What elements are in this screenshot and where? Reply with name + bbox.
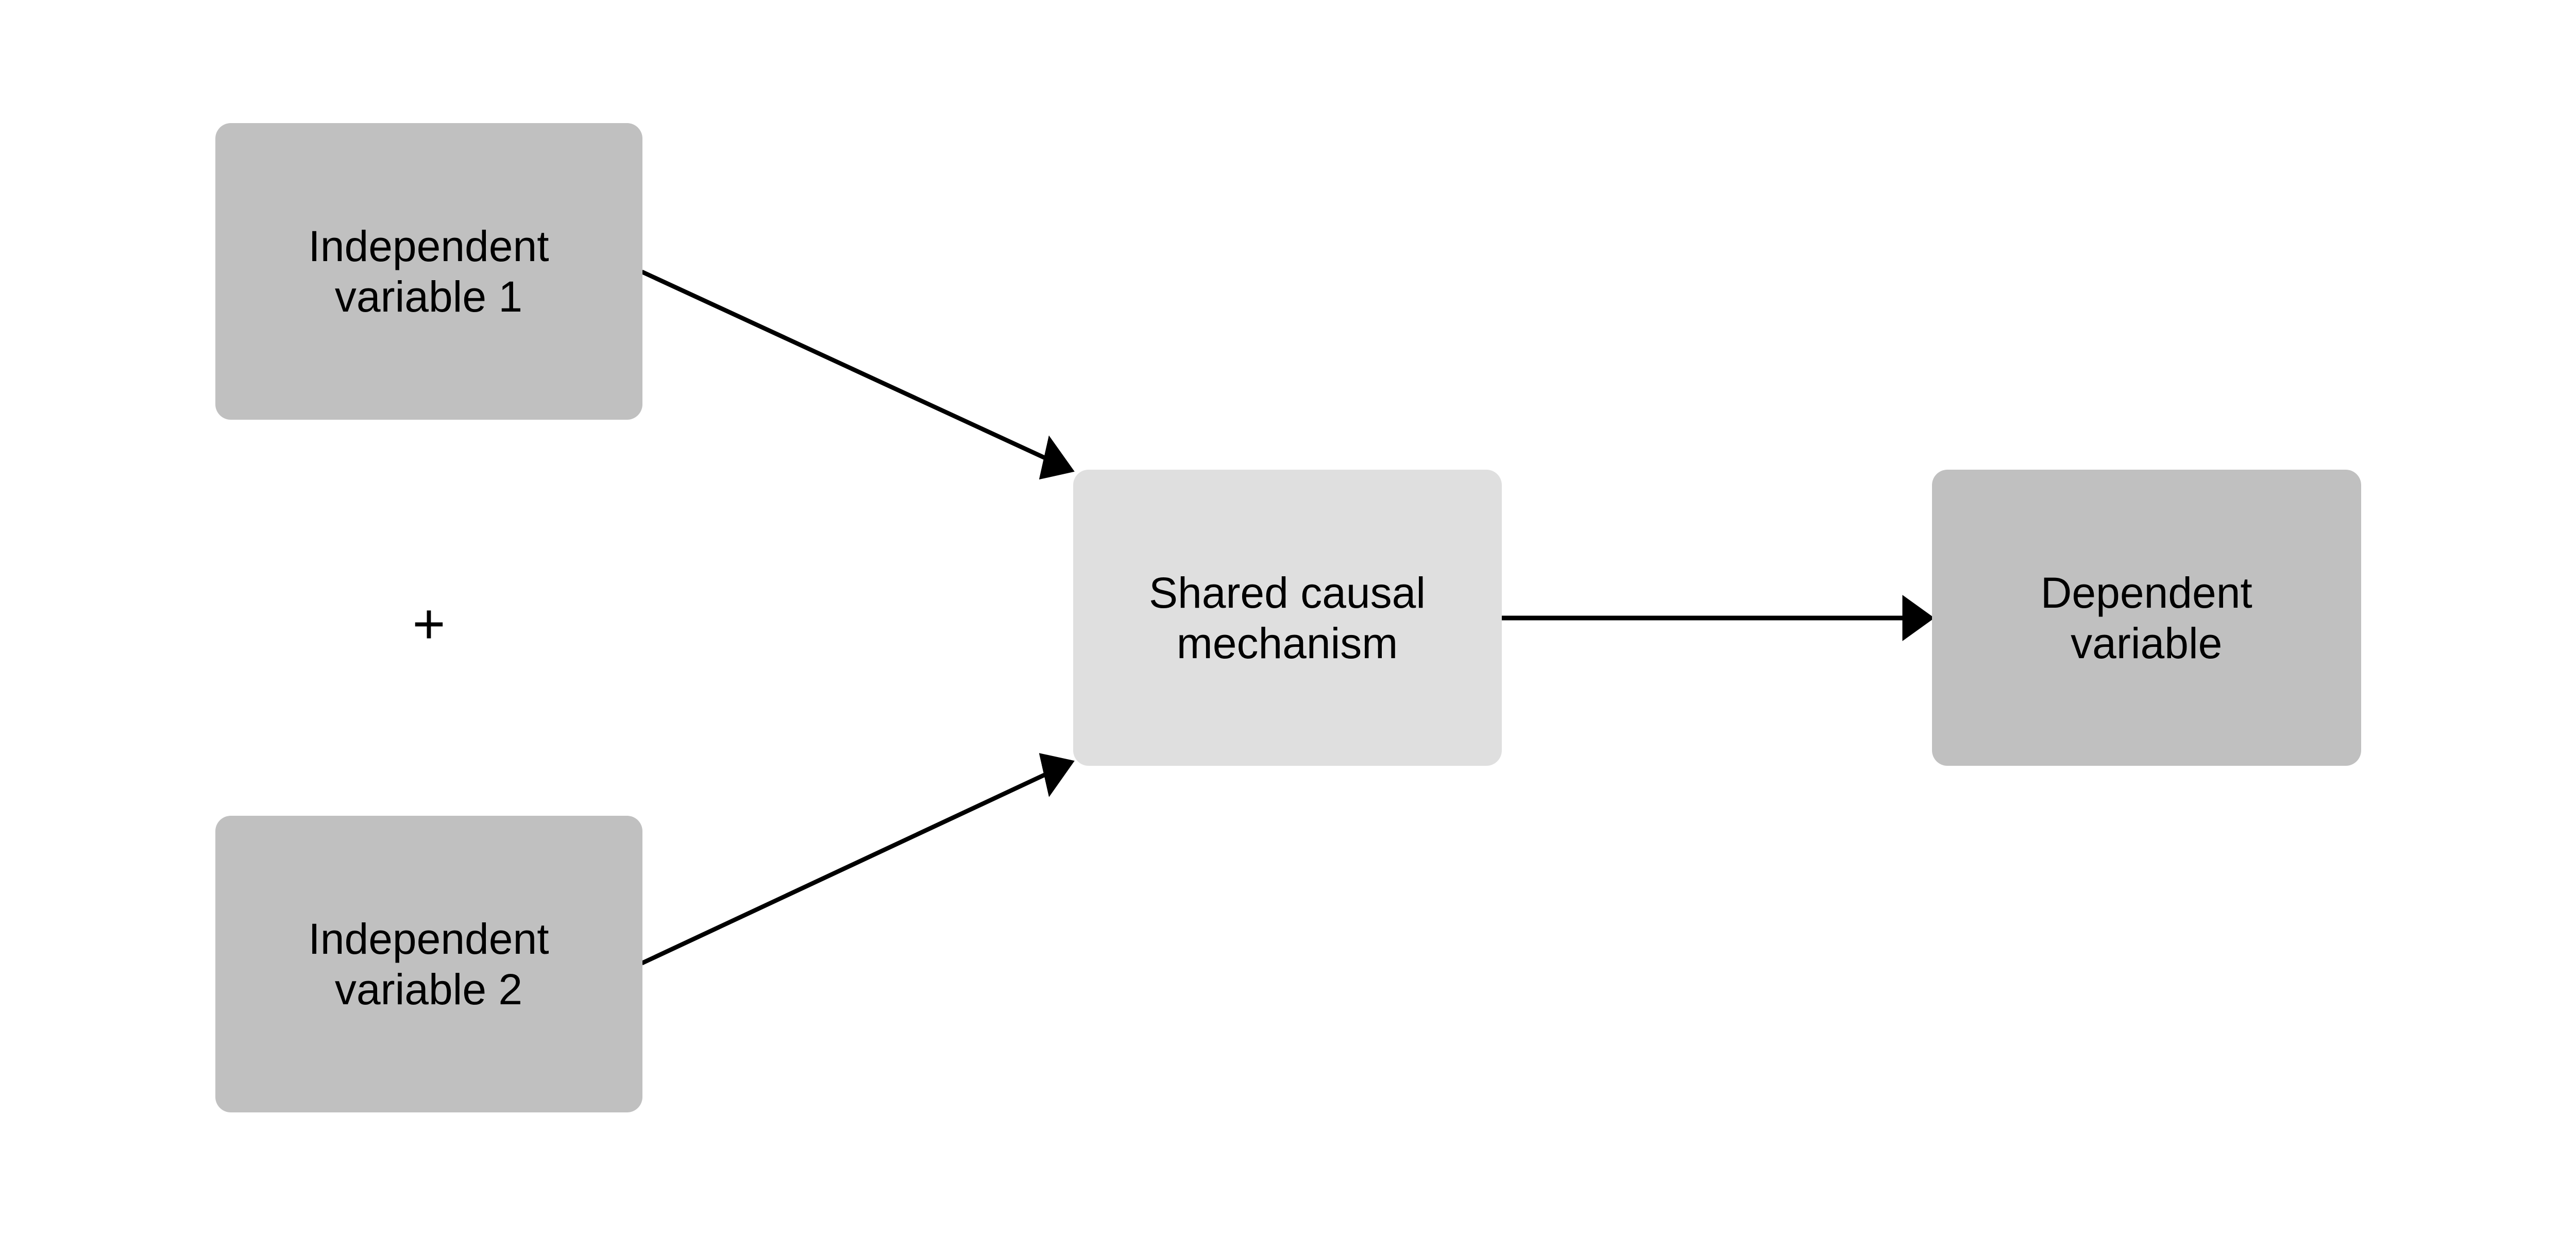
node-label: variable 2: [334, 965, 523, 1014]
edge-iv2-to-mechanism: [641, 753, 1075, 966]
node-label: Independent: [308, 915, 549, 963]
node-label: variable: [2071, 619, 2223, 667]
node-label: Dependent: [2040, 568, 2252, 617]
plus-operator: +: [412, 592, 446, 656]
edge-iv1-to-mechanism: [641, 269, 1075, 480]
node-label: mechanism: [1176, 619, 1398, 667]
node-label: Independent: [308, 222, 549, 270]
node-label: Shared causal: [1148, 568, 1426, 617]
node-label: variable 1: [334, 272, 523, 321]
